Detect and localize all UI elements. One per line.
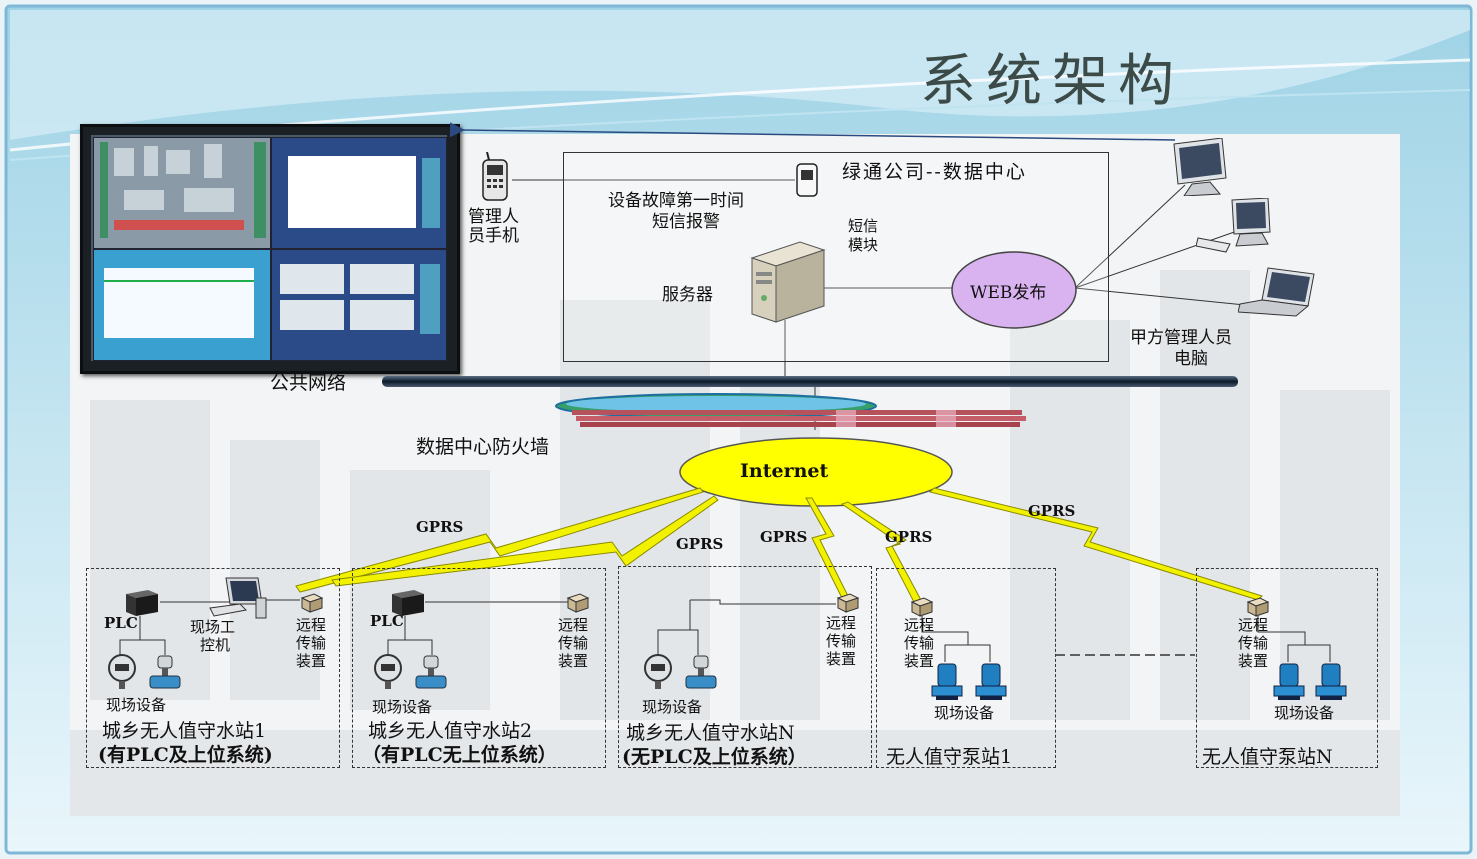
remote-terminal-icon-1	[300, 593, 324, 613]
rtu-2-line1: 远程	[558, 616, 589, 634]
page-title: 系统架构	[920, 49, 1184, 114]
station-3-note: (无PLC及上位系统）	[622, 746, 807, 768]
workstation-computer-icon	[1196, 198, 1271, 253]
scada-pane-alarm	[271, 137, 447, 249]
firewall-label: 数据中心防火墙	[416, 436, 550, 458]
firewall-icon	[555, 393, 1026, 427]
manager-phone-line1: 管理人	[468, 207, 519, 227]
laptop-icon	[1238, 267, 1315, 317]
rtu-1-line1: 远程	[296, 616, 327, 634]
client-pc-line1: 甲方管理人员	[1130, 328, 1232, 348]
rtu-2-line3: 装置	[558, 652, 589, 670]
plc-label-2: PLC	[370, 612, 404, 630]
station-box-3	[618, 566, 872, 768]
rtu-3-line1: 远程	[826, 614, 857, 632]
rtu-5-line2: 传输	[1238, 634, 1269, 652]
public-network-pipe	[382, 376, 1238, 387]
rtu-4-line3: 装置	[904, 652, 935, 670]
internet-label: Internet	[740, 460, 829, 482]
web-publish-label: WEB发布	[970, 283, 1047, 303]
web-publish-ellipse	[951, 251, 1077, 329]
pressure-gauge-icon-2	[374, 654, 402, 689]
public-network-label: 公共网络	[270, 372, 347, 394]
field-device-1: 现场设备	[106, 696, 167, 714]
gprs-label-1: GPRS	[416, 518, 464, 536]
ipc-line2: 控机	[200, 636, 231, 654]
sms-modem-icon	[796, 163, 818, 197]
station-2-name: 城乡无人值守水站2	[368, 720, 533, 742]
water-pump-icon-1	[931, 663, 963, 700]
gprs-label-2: GPRS	[676, 535, 724, 553]
pressure-gauge-icon-3	[644, 654, 672, 689]
rtu-4-line1: 远程	[904, 616, 935, 634]
rtu-3-line2: 传输	[826, 632, 857, 650]
scada-pane-process	[93, 137, 271, 249]
gprs-label-4: GPRS	[885, 528, 933, 546]
station-2-note: （有PLC无上位系统）	[362, 744, 557, 766]
rtu-1-line2: 传输	[296, 634, 327, 652]
field-device-4: 现场设备	[934, 704, 995, 722]
flowmeter-icon-2	[415, 655, 447, 689]
water-pump-icon-3	[1273, 663, 1305, 700]
scada-screen	[91, 135, 447, 361]
server-icon	[750, 241, 826, 323]
station-5-name: 无人值守泵站N	[1202, 746, 1333, 768]
rtu-4-line2: 传输	[904, 634, 935, 652]
data-center-title: 绿通公司--数据中心	[842, 161, 1027, 183]
desktop-computer-icon	[1173, 138, 1227, 196]
sms-module-line1: 短信	[848, 217, 879, 235]
scada-monitor	[80, 124, 460, 374]
pressure-gauge-icon-1	[108, 654, 136, 689]
flowmeter-icon-3	[685, 655, 717, 689]
client-pc-line2: 电脑	[1174, 349, 1208, 369]
field-device-3: 现场设备	[642, 698, 703, 716]
remote-terminal-icon-4	[910, 597, 934, 617]
rtu-3-line3: 装置	[826, 650, 857, 668]
station-1-note: (有PLC及上位系统)	[98, 744, 273, 766]
manager-phone-line2: 员手机	[468, 226, 519, 246]
station-box-1	[86, 568, 340, 768]
remote-terminal-icon-2	[566, 593, 590, 613]
mobile-phone-icon	[482, 152, 508, 201]
scada-pane-table	[93, 249, 271, 361]
ipc-line1: 现场工	[190, 618, 236, 636]
gprs-label-3: GPRS	[760, 528, 808, 546]
water-pump-icon-4	[1315, 663, 1347, 700]
station-1-name: 城乡无人值守水站1	[102, 720, 267, 742]
station-box-2	[352, 568, 606, 768]
rtu-5-line3: 装置	[1238, 652, 1269, 670]
sms-alarm-line1: 设备故障第一时间	[608, 191, 744, 211]
remote-terminal-icon-3	[836, 593, 860, 613]
station-3-name: 城乡无人值守水站N	[626, 722, 795, 744]
station-box-5	[1196, 568, 1378, 768]
server-label: 服务器	[662, 285, 713, 305]
rtu-5-line1: 远程	[1238, 616, 1269, 634]
gprs-label-5: GPRS	[1028, 502, 1076, 520]
sms-module-line2: 模块	[848, 236, 879, 254]
rtu-2-line2: 传输	[558, 634, 589, 652]
remote-terminal-icon-5	[1246, 597, 1270, 617]
scada-pane-trend	[271, 249, 447, 361]
field-device-5: 现场设备	[1274, 704, 1335, 722]
station-box-4	[876, 568, 1056, 768]
field-device-2: 现场设备	[372, 698, 433, 716]
station-4-name: 无人值守泵站1	[886, 746, 1013, 768]
plc-icon-2	[392, 590, 424, 616]
rtu-1-line3: 装置	[296, 652, 327, 670]
industrial-pc-icon	[209, 577, 267, 619]
sms-alarm-line2: 短信报警	[652, 212, 720, 232]
flowmeter-icon-1	[149, 655, 181, 689]
water-pump-icon-2	[975, 663, 1007, 700]
plc-label-1: PLC	[104, 614, 138, 632]
plc-icon-1	[126, 590, 158, 616]
